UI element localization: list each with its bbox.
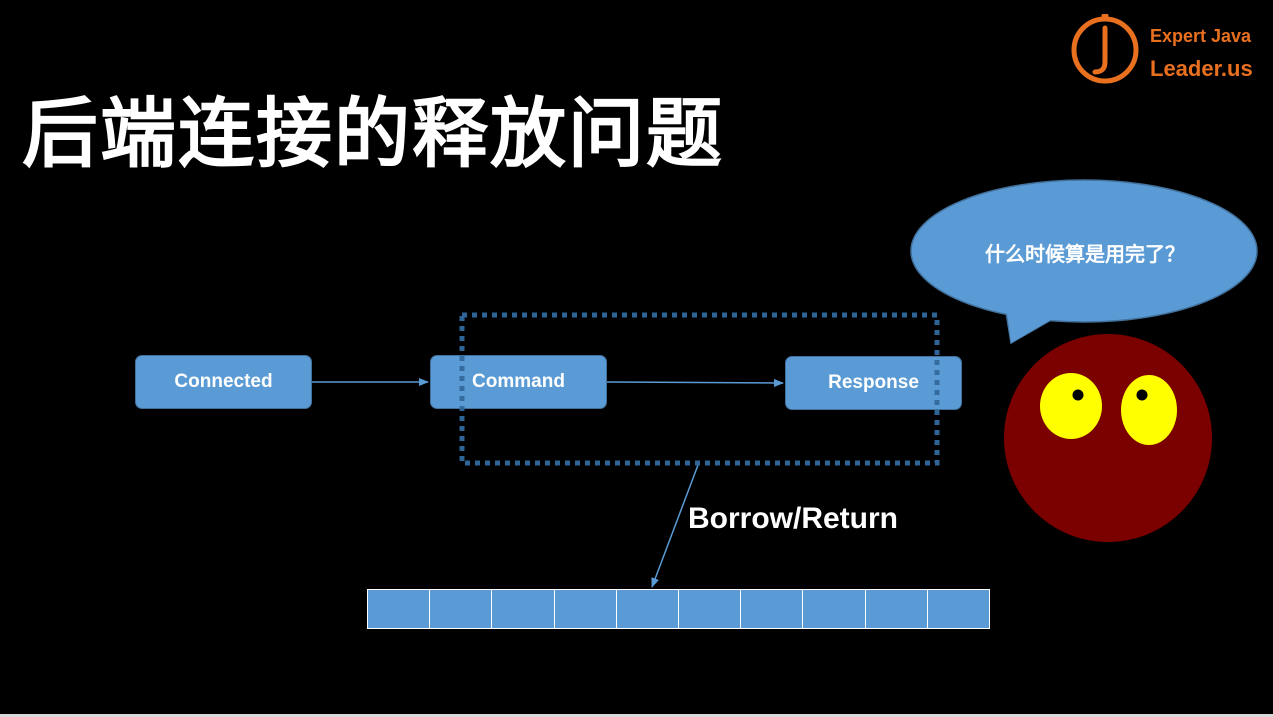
state-connected: Connected [135,355,312,409]
logo: Expert Java Leader.us [1068,12,1268,86]
pool-slot [741,590,804,628]
edge-command-response [606,378,784,387]
pool-slot [368,590,431,628]
connection-pool [367,589,990,629]
pool-slot [679,590,742,628]
logo-mark-icon [1071,12,1139,84]
slide-title: 后端连接的释放问题 [22,89,724,178]
pool-slot [492,590,555,628]
logo-text-line1: Expert Java [1150,26,1252,46]
pool-slot [927,590,990,628]
state-command: Command [430,355,607,409]
pool-slot [803,590,866,628]
state-response: Response [785,356,962,410]
speech-bubble-text: 什么时候算是用完了？ [985,242,1185,266]
pool-slot [430,590,493,628]
logo-text-line2: Leader.us [1150,56,1253,81]
bottom-divider [0,714,1273,717]
pool-slot [865,590,928,628]
pool-slot [616,590,680,628]
character-face-icon [1004,334,1212,542]
pool-slot [554,590,617,628]
borrow-return-label: Borrow/Return [688,502,898,535]
